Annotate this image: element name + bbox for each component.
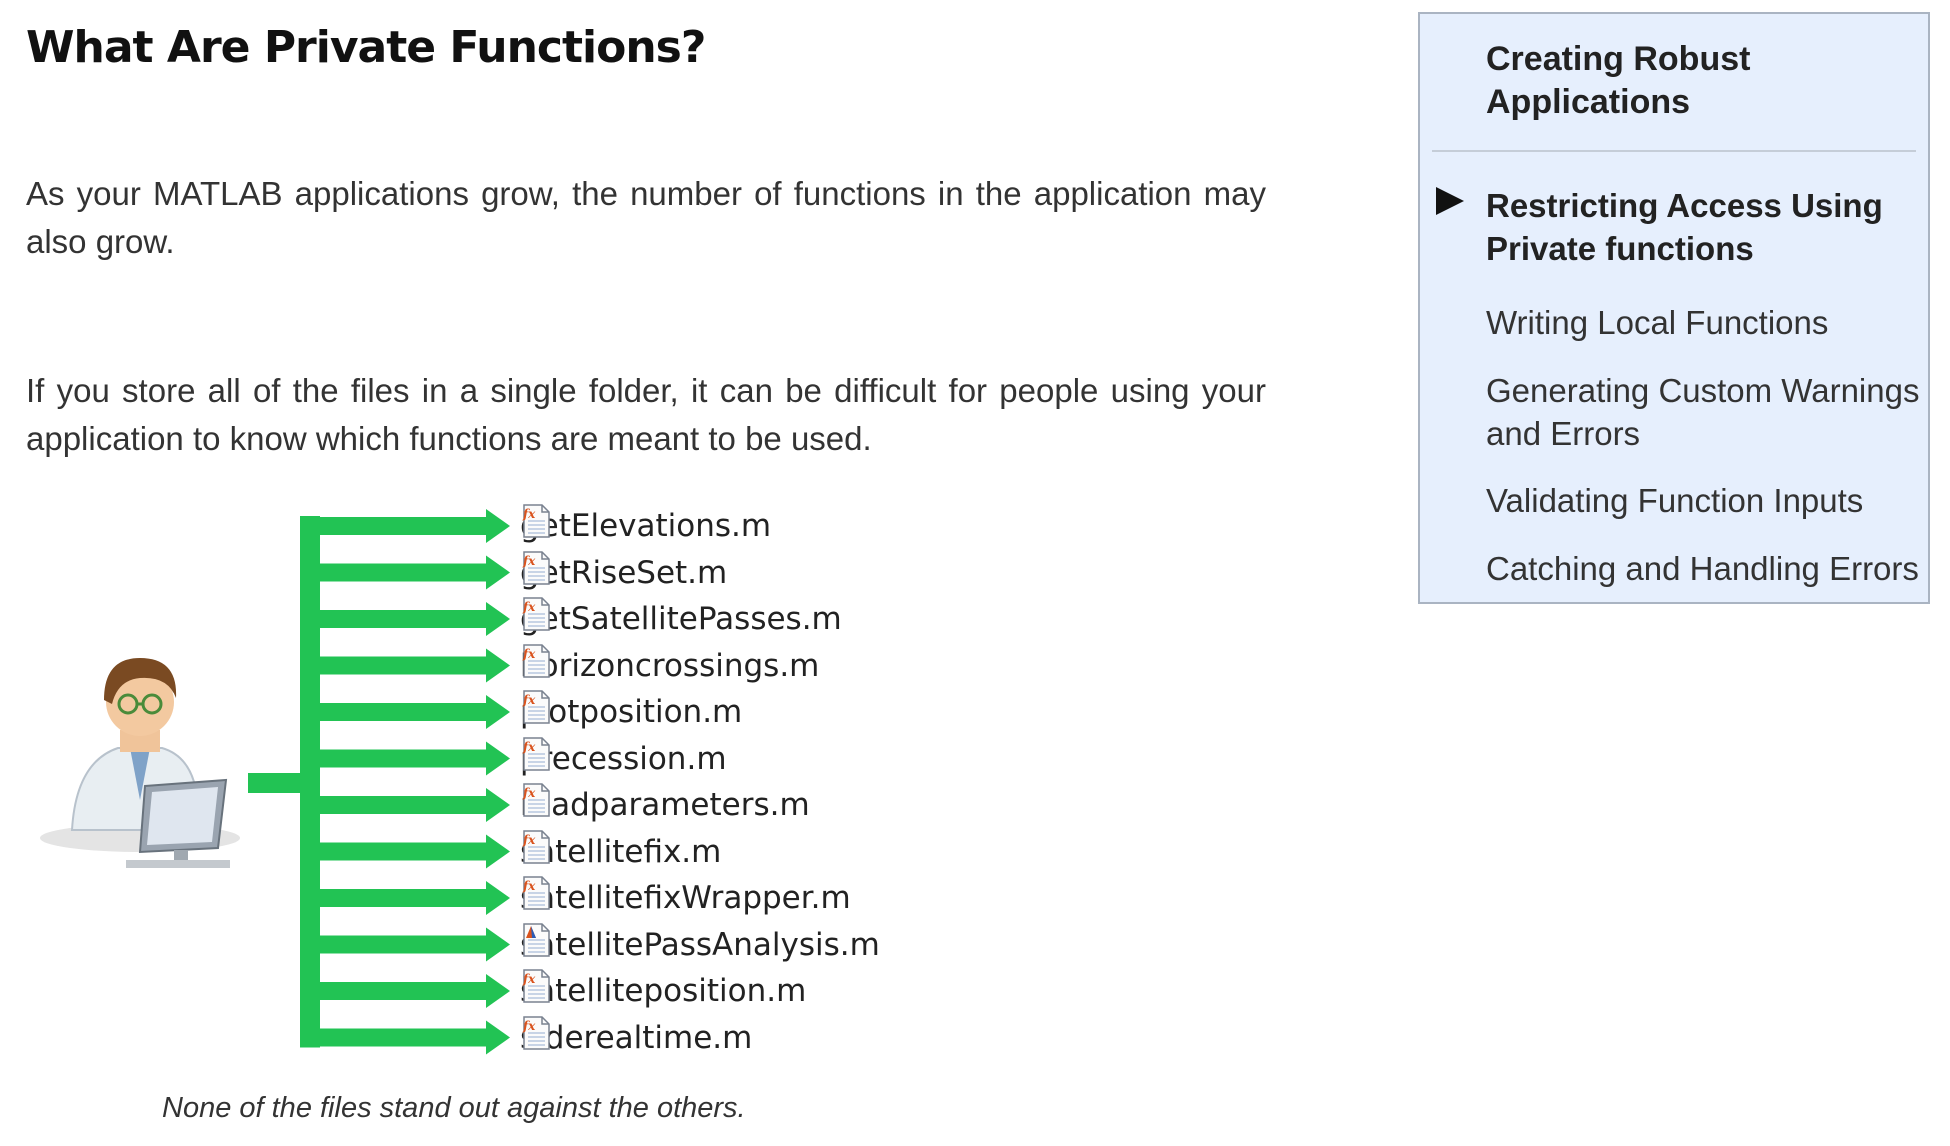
arrow-shaft <box>318 563 488 582</box>
file-name: getElevations.m <box>520 508 772 544</box>
arrow-shaft <box>318 935 488 954</box>
arrow-diagram <box>40 509 510 1055</box>
arrow-shaft <box>318 749 488 768</box>
arrow-shaft <box>318 703 488 721</box>
arrow-layer <box>248 509 510 1055</box>
function-file-icon: fx <box>522 969 550 1003</box>
arrow-connector <box>248 773 304 793</box>
user-computer-illustration <box>40 658 240 868</box>
file-name: getRiseSet.m <box>520 554 728 591</box>
svg-text:fx: fx <box>522 647 536 661</box>
sidebar-item-error-handling[interactable]: Catching and Handling Errors <box>1486 550 1919 587</box>
arrow-head <box>486 881 510 915</box>
svg-text:fx: fx <box>522 786 536 800</box>
file-name: satellitefix.m <box>520 833 722 870</box>
svg-text:fx: fx <box>522 600 536 614</box>
page-title: What Are Private Functions? <box>26 22 706 73</box>
sidebar-divider <box>1432 150 1916 152</box>
svg-text:fx: fx <box>522 554 536 568</box>
svg-text:fx: fx <box>522 833 536 847</box>
arrow-shaft <box>318 656 488 675</box>
intro-paragraph: As your MATLAB applications grow, the nu… <box>26 175 1266 260</box>
arrow-head <box>486 741 510 776</box>
file-name: readparameters.m <box>520 787 810 823</box>
figure-caption: None of the files stand out against the … <box>162 1092 746 1124</box>
arrow-head <box>486 555 510 590</box>
function-file-icon: fx <box>522 597 550 631</box>
arrow-head <box>486 974 510 1008</box>
function-file-icon: fx <box>522 643 550 678</box>
file-list-item[interactable]: satellitePassAnalysis.m <box>520 922 880 968</box>
arrow-shaft <box>318 1028 488 1047</box>
arrow-trunk <box>300 516 320 1048</box>
svg-text:fx: fx <box>522 972 536 986</box>
function-file-icon: fx <box>522 783 550 817</box>
arrow-shaft <box>318 796 488 814</box>
sidebar-item-validating-inputs[interactable]: Validating Function Inputs <box>1486 482 1864 519</box>
file-name: precession.m <box>520 740 727 777</box>
active-item-arrow-icon <box>1436 187 1464 215</box>
folder-paragraph: If you store all of the files in a singl… <box>26 372 1266 457</box>
file-name: plotposition.m <box>520 694 743 730</box>
svg-text:fx: fx <box>522 740 536 754</box>
function-file-icon: fx <box>522 736 550 771</box>
svg-text:fx: fx <box>522 693 536 707</box>
file-name: getSatellitePasses.m <box>520 601 842 637</box>
file-name: satelliteposition.m <box>520 973 807 1009</box>
sidebar-item-restricting-access[interactable]: Restricting Access Using Private functio… <box>1486 187 1883 267</box>
function-file-icon: fx <box>522 829 550 864</box>
arrow-head <box>486 509 510 543</box>
svg-text:fx: fx <box>522 1019 536 1033</box>
function-file-icon: fx <box>522 876 550 910</box>
script-file-icon <box>523 922 550 957</box>
file-name: satellitePassAnalysis.m <box>520 926 880 963</box>
sidebar-title: Creating Robust Applications <box>1486 40 1751 121</box>
file-name: satellitefixWrapper.m <box>520 880 851 916</box>
function-file-icon: fx <box>522 690 550 724</box>
arrow-head <box>486 834 510 869</box>
arrow-shaft <box>318 842 488 861</box>
arrow-shaft <box>318 889 488 907</box>
arrow-head <box>486 788 510 822</box>
svg-text:fx: fx <box>522 507 536 521</box>
arrow-head <box>486 648 510 683</box>
function-file-icon: fx <box>522 1015 550 1050</box>
sidebar-item-custom-warnings[interactable]: Generating Custom Warnings and Errors <box>1486 372 1920 452</box>
arrow-head <box>486 927 510 962</box>
arrow-head <box>486 695 510 729</box>
arrow-shaft <box>318 982 488 1000</box>
sidebar-panel: Creating Robust Applications Restricting… <box>1418 12 1930 604</box>
arrow-head <box>486 1020 510 1055</box>
function-file-icon: fx <box>522 550 550 585</box>
arrow-shaft <box>318 610 488 628</box>
file-name: siderealtime.m <box>520 1019 753 1056</box>
svg-text:fx: fx <box>522 879 536 893</box>
file-name: horizoncrossings.m <box>520 647 820 684</box>
function-file-icon: fx <box>522 504 550 538</box>
arrow-shaft <box>318 517 488 535</box>
sidebar-item-local-functions[interactable]: Writing Local Functions <box>1486 304 1829 341</box>
arrow-head <box>486 602 510 636</box>
